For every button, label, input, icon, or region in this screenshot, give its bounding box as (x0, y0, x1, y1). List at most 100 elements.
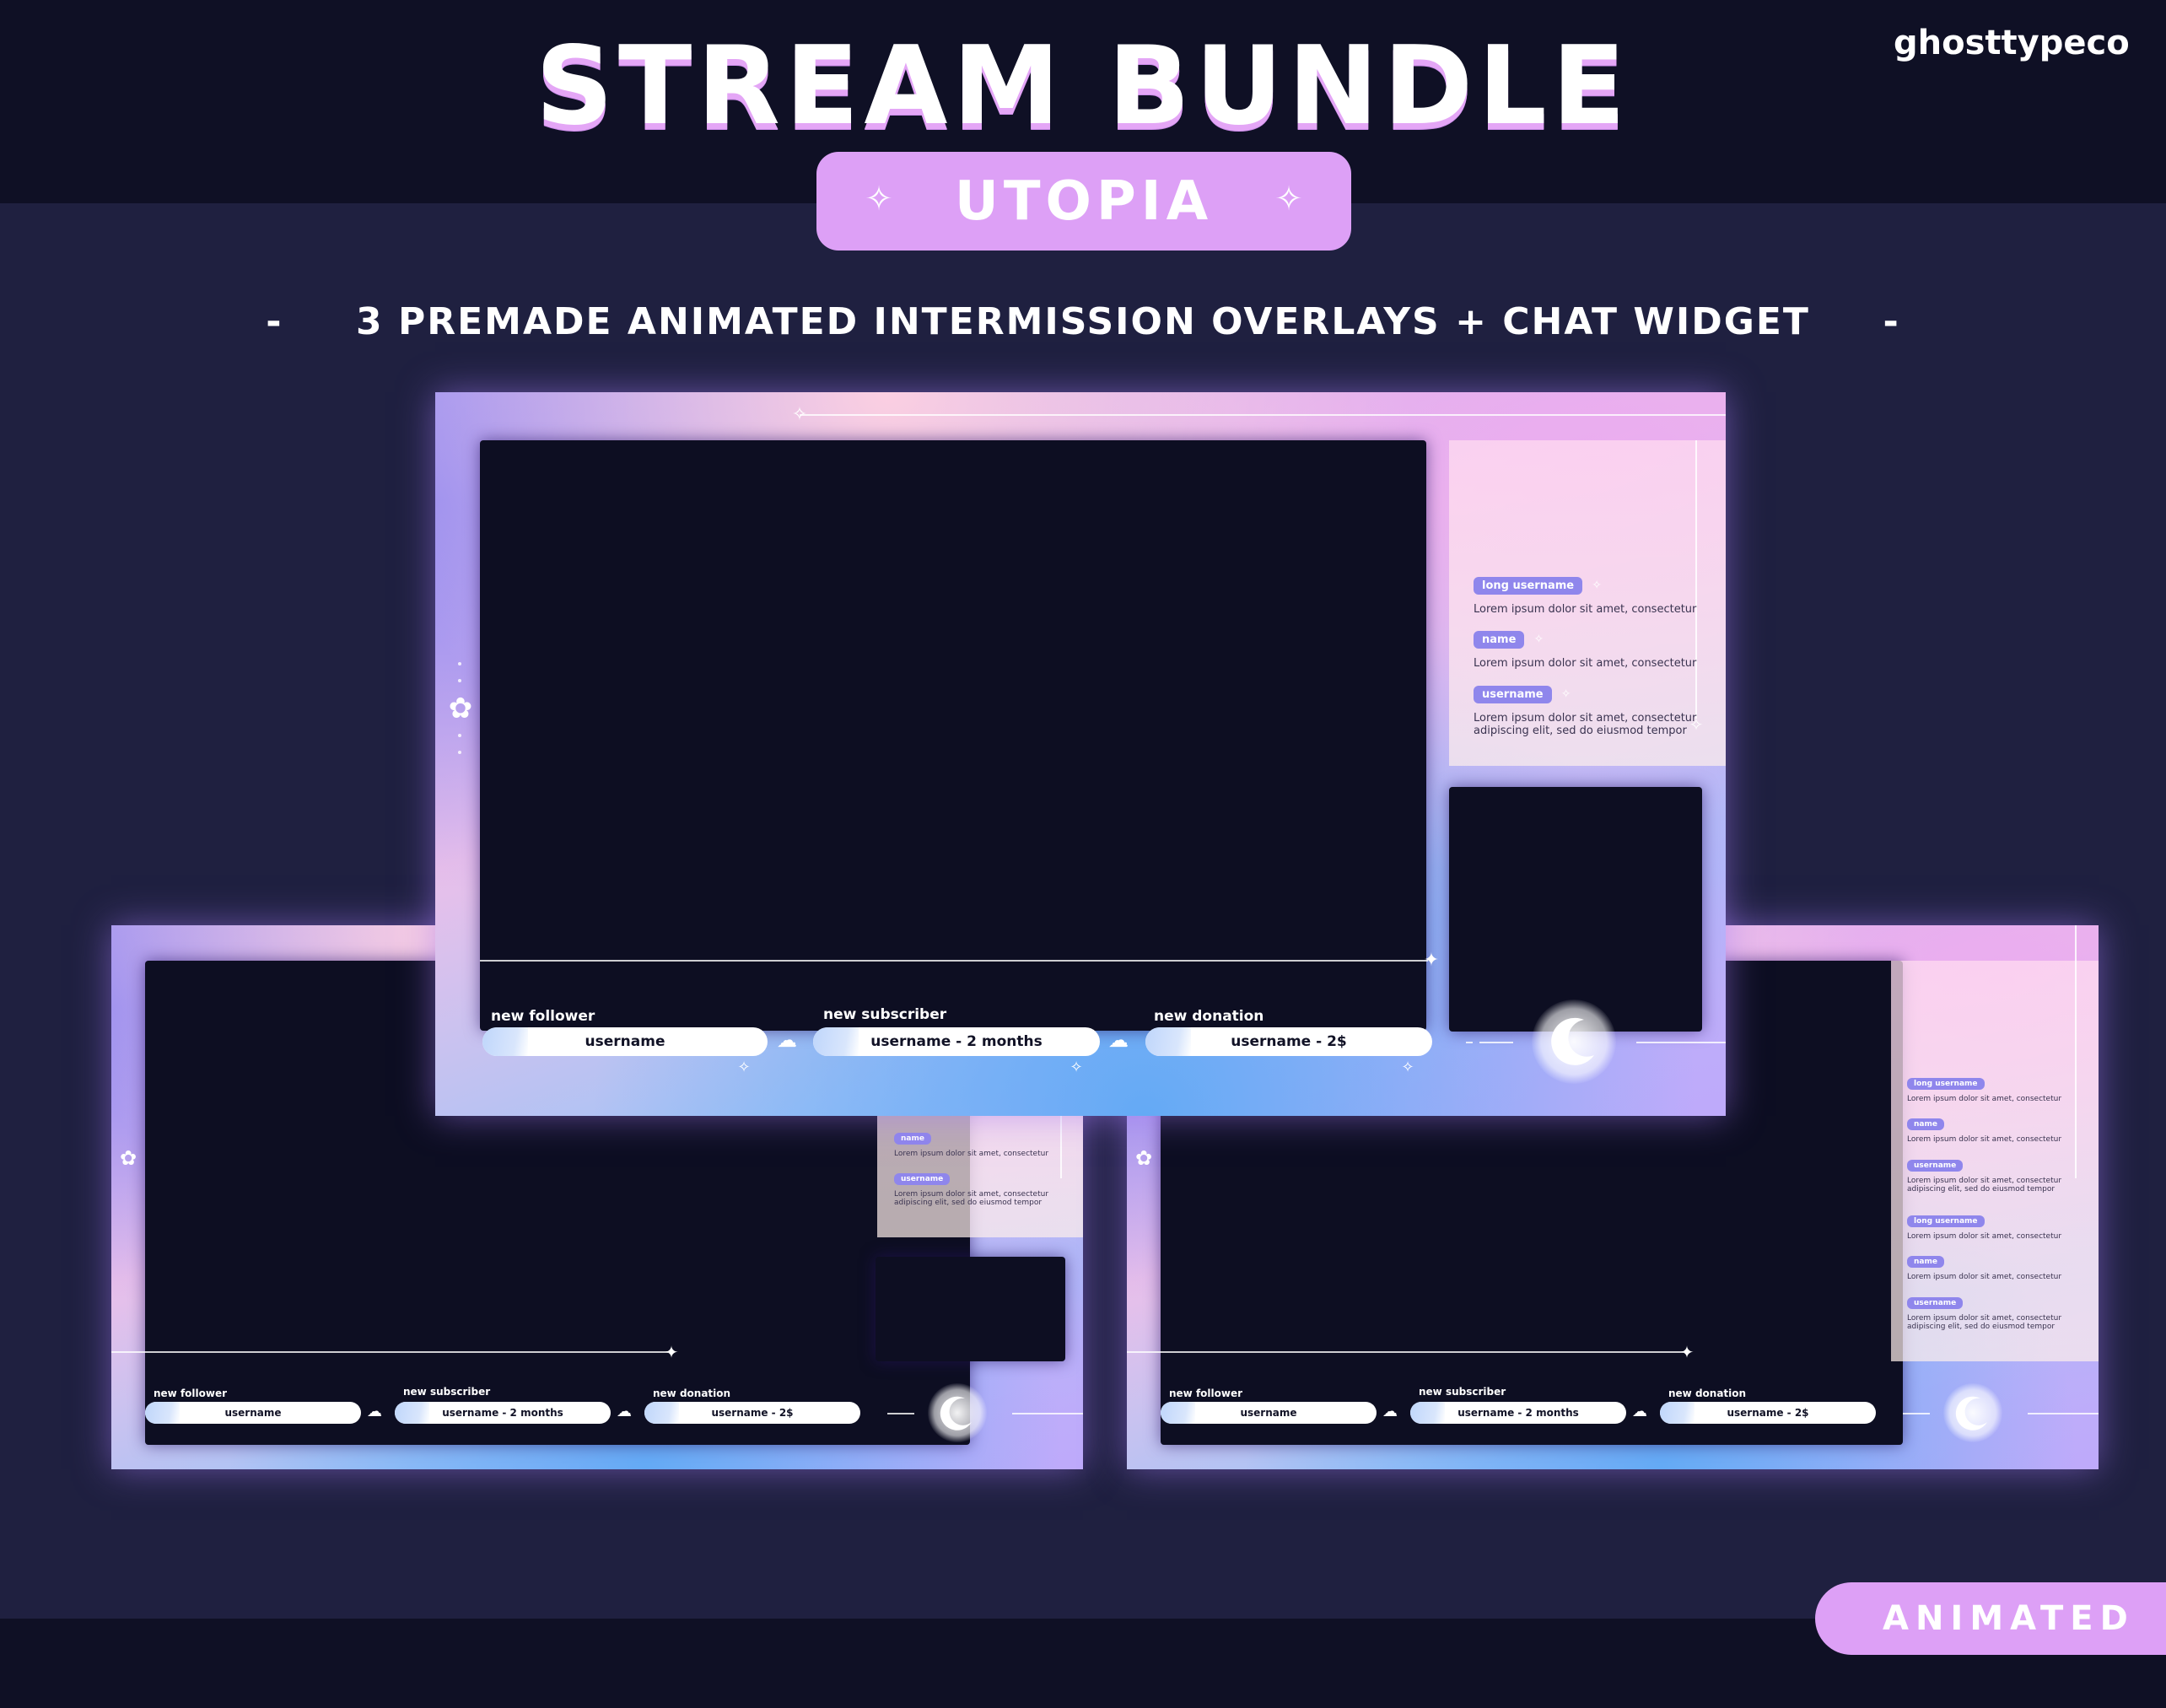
chat-message: username Lorem ipsum dolor sit amet, con… (1907, 1292, 2084, 1331)
sparkle-icon: ✧ (791, 404, 808, 425)
chat-username: name (1907, 1256, 1944, 1268)
flower-icon: ✿ (448, 692, 473, 725)
frame-line (1479, 1042, 1513, 1043)
cloud-icon: ☁ (1108, 1028, 1129, 1052)
alert-value: username - 2 months (442, 1407, 563, 1419)
chat-text: Lorem ipsum dolor sit amet, consectetur … (1907, 1314, 2062, 1331)
webcam-screen (876, 1257, 1065, 1361)
chat-username: name (894, 1133, 931, 1145)
frame-line (2028, 1413, 2099, 1414)
alert-label: new subscriber (403, 1386, 491, 1398)
frame-line (480, 960, 1428, 962)
frame-line (887, 1413, 914, 1414)
chat-text: Lorem ipsum dolor sit amet, consectetur (894, 1150, 1049, 1158)
subtitle: - 3 PREMADE ANIMATED INTERMISSION OVERLA… (266, 300, 1900, 343)
decor-dot (458, 751, 461, 754)
alert-bar: username (1161, 1402, 1377, 1424)
chat-text: Lorem ipsum dolor sit amet, consectetur (1907, 1095, 2062, 1103)
alert-bar: username - 2 months (395, 1402, 611, 1424)
moon-icon (1532, 999, 1616, 1084)
frame-line (2075, 925, 2077, 1178)
decor-dot (458, 734, 461, 737)
chat-message: long username Lorem ipsum dolor sit amet… (1907, 1073, 2084, 1103)
alert-value: username - 2$ (1231, 1033, 1347, 1050)
alert-value: username (1240, 1407, 1297, 1419)
frame-line (1695, 440, 1697, 719)
sparkle-icon: ✧ (737, 1059, 751, 1076)
alert-label: new subscriber (1419, 1386, 1506, 1398)
chat-message: name ✧ Lorem ipsum dolor sit amet, conse… (1474, 630, 1718, 670)
sparkle-icon: ✦ (664, 1342, 679, 1362)
sparkle-icon: ✦ (1679, 1342, 1695, 1362)
main-screen (480, 440, 1426, 1031)
alert-bar: username - 2$ (1660, 1402, 1876, 1424)
alert-label: new follower (491, 1008, 595, 1025)
chat-message: long username ✧ Lorem ipsum dolor sit am… (1474, 576, 1718, 616)
frame-line (800, 414, 1726, 416)
cloud-icon: ☁ (1632, 1403, 1647, 1420)
sparkle-icon: ✧ (865, 180, 893, 218)
alert-value: username - 2 months (1457, 1407, 1579, 1419)
decor-dot (458, 662, 461, 665)
sparkle-icon: ✧ (1401, 1059, 1414, 1076)
chat-message: username Lorem ipsum dolor sit amet, con… (1907, 1155, 2084, 1193)
sparkle-icon: ✦ (1423, 950, 1440, 971)
chat-username: long username (1474, 577, 1583, 595)
moon-icon (928, 1383, 987, 1442)
chat-message: long username Lorem ipsum dolor sit amet… (1907, 1210, 2084, 1241)
chat-username: long username (1907, 1215, 1985, 1227)
alert-bar: username - 2$ (644, 1402, 860, 1424)
alert-bar: username (145, 1402, 361, 1424)
chat-text: Lorem ipsum dolor sit amet, consectetur (1907, 1135, 2062, 1144)
alert-value: username - 2$ (711, 1407, 794, 1419)
brand-name: ghosttypeco (1894, 24, 2130, 62)
chat-username: long username (1907, 1078, 1985, 1090)
frame-line (1636, 1042, 1726, 1043)
flower-icon: ✿ (1134, 1146, 1153, 1170)
chat-message: name Lorem ipsum dolor sit amet, consect… (1907, 1113, 2084, 1144)
alert-bar: username (482, 1027, 768, 1056)
chat-text: Lorem ipsum dolor sit amet, consectetur … (894, 1190, 1049, 1207)
frame-line (1903, 1413, 1930, 1414)
alert-label: new follower (154, 1387, 228, 1399)
theme-name: UTOPIA (954, 170, 1214, 233)
flower-icon: ✿ (119, 1146, 137, 1170)
cloud-icon: ☁ (777, 1028, 797, 1052)
chat-text: Lorem ipsum dolor sit amet, consectetur … (1474, 712, 1697, 737)
frame-line (111, 1351, 668, 1353)
alert-bar: username - 2$ (1145, 1027, 1432, 1056)
page-title: STREAM BUNDLE (535, 24, 1631, 149)
alert-value: username - 2$ (1727, 1407, 1809, 1419)
sparkle-icon: ✧ (1274, 180, 1303, 218)
cloud-icon: ☁ (367, 1403, 382, 1420)
chat-text: Lorem ipsum dolor sit amet, consectetur (1474, 603, 1697, 616)
cloud-icon: ☁ (617, 1403, 632, 1420)
chat-username: username (1907, 1297, 1964, 1309)
chat-message: name Lorem ipsum dolor sit amet, consect… (1907, 1251, 2084, 1281)
chat-username: username (1474, 686, 1552, 703)
chat-message: username Lorem ipsum dolor sit amet, con… (894, 1168, 1071, 1207)
chat-username: username (1907, 1160, 1964, 1172)
alert-bar: username - 2 months (813, 1027, 1100, 1056)
sparkle-icon: ✧ (1689, 714, 1704, 735)
chat-username: name (1474, 631, 1525, 649)
alert-label: new donation (1154, 1008, 1264, 1025)
footer-band (0, 1619, 2166, 1708)
webcam-screen (1449, 787, 1702, 1032)
frame-line (1012, 1413, 1083, 1414)
overlay-preview-main: ✧ ✧ ✦ ✿ long username ✧ Lorem ipsum dolo… (435, 392, 1726, 1116)
chat-text: Lorem ipsum dolor sit amet, consectetur (1474, 657, 1697, 670)
sparkle-icon: ✧ (1560, 687, 1571, 701)
alert-label: new follower (1169, 1387, 1243, 1399)
alert-bar: username - 2 months (1410, 1402, 1626, 1424)
alert-value: username (585, 1033, 665, 1050)
chat-username: username (894, 1173, 951, 1185)
theme-pill: ✧ UTOPIA ✧ (816, 152, 1351, 251)
frame-line (1466, 1042, 1473, 1043)
chat-text: Lorem ipsum dolor sit amet, consectetur (1907, 1273, 2062, 1281)
chat-panel (1449, 440, 1726, 766)
alert-value: username - 2 months (870, 1033, 1043, 1050)
alert-label: new subscriber (823, 1006, 947, 1023)
chat-text: Lorem ipsum dolor sit amet, consectetur (1907, 1232, 2062, 1241)
animated-badge: ANIMATED (1815, 1582, 2166, 1655)
